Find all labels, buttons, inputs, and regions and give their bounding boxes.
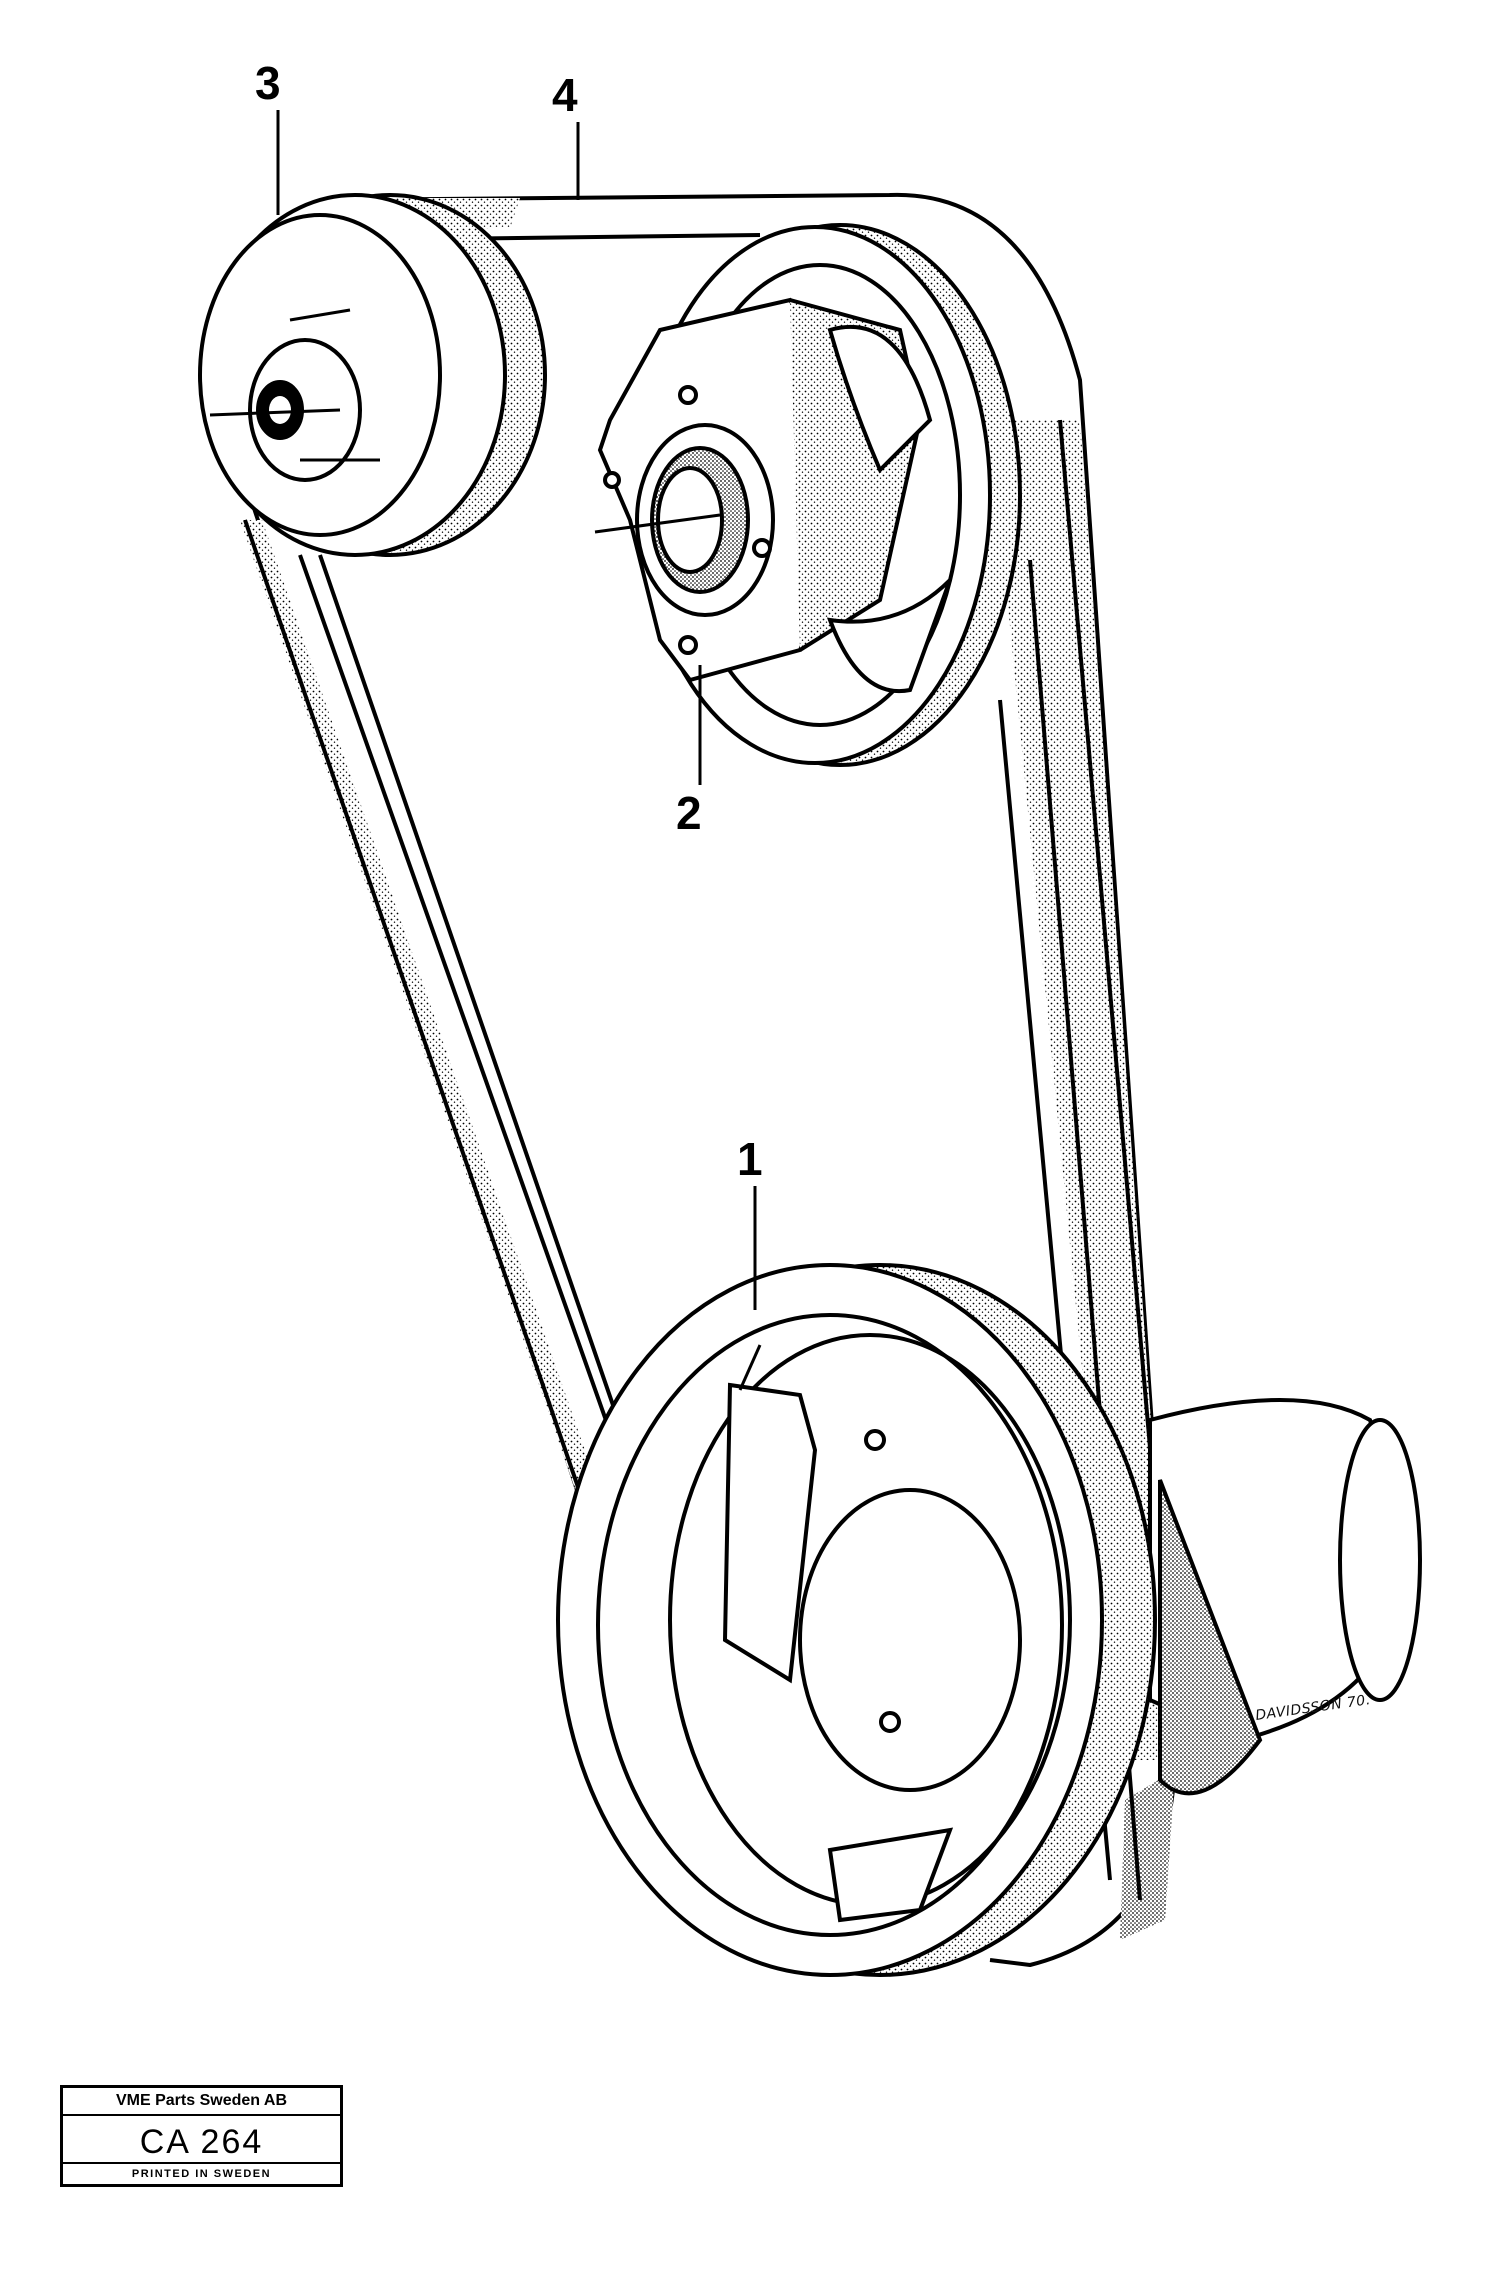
hub-pulley (594, 223, 1022, 767)
callout-part-3: 3 (255, 57, 281, 109)
stamp-footer: PRINTED IN SWEDEN (63, 2162, 340, 2184)
small-pulley (198, 193, 547, 557)
v-belt (221, 192, 1182, 1967)
callout-part-1: 1 (737, 1133, 763, 1185)
leader-lines (276, 110, 757, 1310)
title-stamp: VME Parts Sweden AB CA 264 PRINTED IN SW… (60, 2085, 343, 2187)
stamp-company: VME Parts Sweden AB (63, 2088, 340, 2116)
stamp-code: CA 264 (139, 2123, 264, 2161)
callout-part-4: 4 (552, 69, 578, 121)
callout-part-2: 2 (676, 787, 702, 839)
crankshaft-pulley (556, 1263, 1422, 1977)
